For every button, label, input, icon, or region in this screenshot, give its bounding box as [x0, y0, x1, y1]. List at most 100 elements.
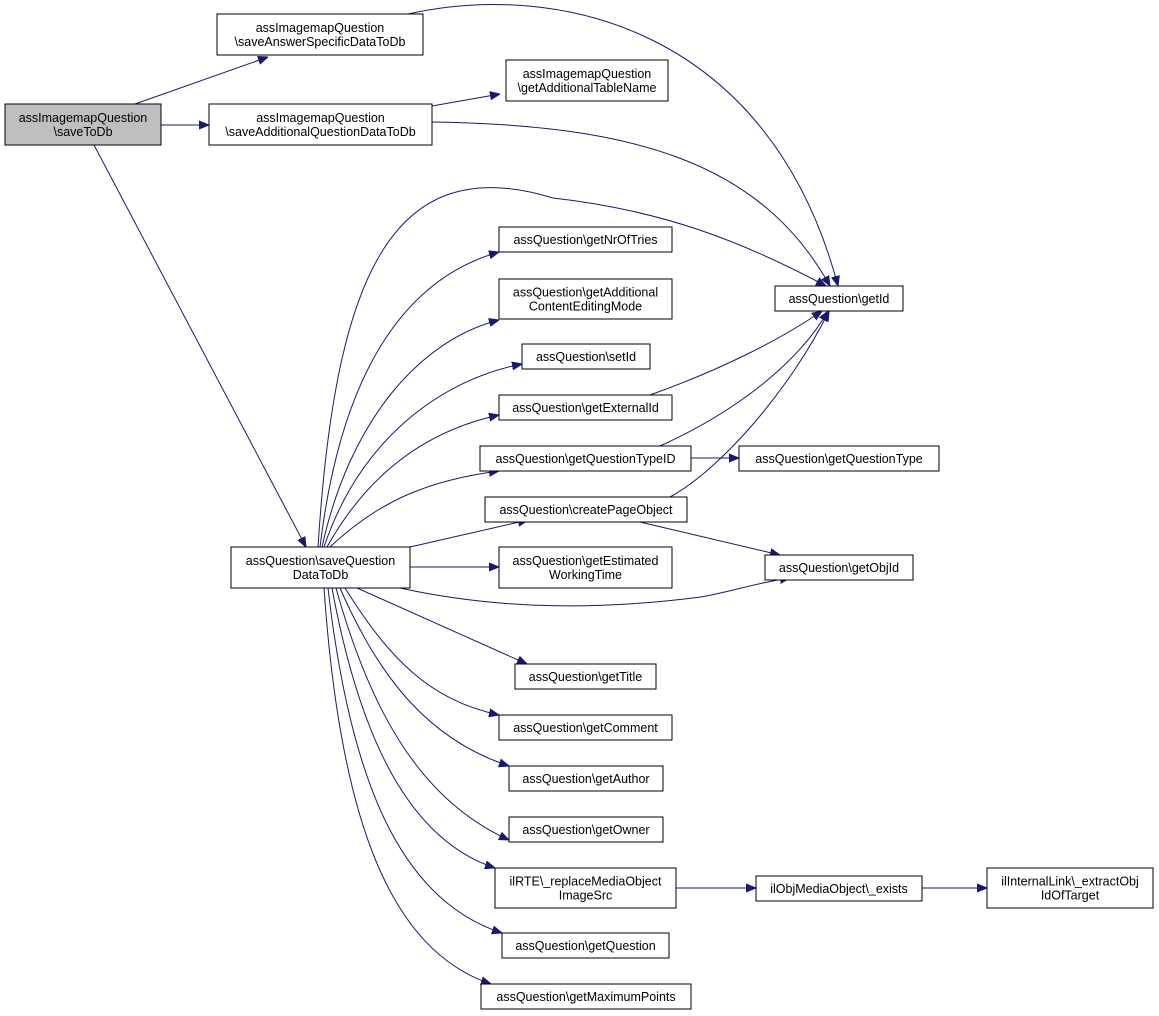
edge-save-question-data-to-get-additional-content-editing-mode — [321, 320, 499, 548]
node-box — [498, 714, 673, 741]
node-label: ContentEditingMode — [529, 300, 642, 314]
node-save-additional-question[interactable]: assImagemapQuestion\saveAdditionalQuesti… — [208, 103, 433, 146]
node-label: assQuestion\getQuestion — [515, 939, 655, 953]
node-box — [508, 816, 664, 843]
edge-save-additional-question-to-get-id — [431, 121, 830, 286]
node-get-obj-id[interactable]: assQuestion\getObjId — [764, 554, 914, 581]
node-box — [521, 343, 651, 370]
node-create-page-object[interactable]: assQuestion\createPageObject — [484, 496, 688, 523]
edge-save-question-data-to-get-author — [339, 587, 509, 766]
node-label: assQuestion\saveQuestion — [246, 554, 395, 568]
node-label: assQuestion\getTitle — [529, 670, 643, 684]
edge-save-question-data-to-get-comment — [344, 587, 499, 715]
node-box — [501, 932, 670, 959]
node-box — [479, 445, 692, 472]
edge-save-question-data-to-set-id — [323, 364, 522, 548]
node-box — [498, 394, 673, 421]
node-label: assQuestion\getExternalId — [512, 401, 659, 415]
node-box — [508, 765, 664, 792]
edge-save-to-db-to-save-answer-specific — [134, 57, 268, 105]
node-label: ImageSrc — [559, 889, 613, 903]
node-set-id[interactable]: assQuestion\setId — [521, 343, 651, 370]
node-label: assQuestion\getAuthor — [522, 772, 649, 786]
edge-save-answer-specific-to-get-id — [407, 4, 838, 286]
node-label: assQuestion\getOwner — [522, 823, 649, 837]
node-save-answer-specific[interactable]: assImagemapQuestion\saveAnswerSpecificDa… — [216, 13, 424, 56]
node-label: assQuestion\getId — [789, 292, 890, 306]
node-label: IdOfTarget — [1041, 889, 1100, 903]
edge-save-question-data-to-get-external-id — [326, 415, 499, 548]
node-box — [986, 867, 1154, 909]
node-get-additional-content-editing-mode[interactable]: assQuestion\getAdditionalContentEditingM… — [498, 278, 673, 320]
node-get-comment[interactable]: assQuestion\getComment — [498, 714, 673, 741]
node-label: ilInternalLink\_extractObj — [1001, 875, 1139, 889]
edge-get-question-type-id-to-get-id — [659, 311, 828, 447]
node-box — [755, 875, 923, 902]
node-save-to-db[interactable]: assImagemapQuestion\saveToDb — [4, 103, 162, 146]
node-box — [216, 13, 424, 56]
node-get-owner[interactable]: assQuestion\getOwner — [508, 816, 664, 843]
node-box — [505, 59, 669, 102]
node-get-question-type-id[interactable]: assQuestion\getQuestionTypeID — [479, 445, 692, 472]
node-label: assQuestion\getMaximumPoints — [496, 990, 675, 1004]
node-box — [484, 496, 688, 523]
node-label: assImagemapQuestion — [256, 21, 385, 35]
node-media-object-exists[interactable]: ilObjMediaObject\_exists — [755, 875, 923, 902]
node-box — [498, 278, 673, 320]
node-get-external-id[interactable]: assQuestion\getExternalId — [498, 394, 673, 421]
nodes-layer: assImagemapQuestion\saveToDbassImagemapQ… — [4, 13, 1154, 1010]
edge-save-to-db-to-save-question-data — [93, 144, 306, 547]
node-get-nr-of-tries[interactable]: assQuestion\getNrOfTries — [498, 226, 673, 253]
node-label: assImagemapQuestion — [19, 111, 148, 125]
node-box — [498, 546, 673, 589]
node-label: \saveToDb — [53, 125, 112, 139]
node-get-id[interactable]: assQuestion\getId — [774, 285, 904, 312]
node-box — [738, 445, 940, 472]
edge-save-question-data-to-replace-media-object — [331, 587, 495, 868]
node-get-author[interactable]: assQuestion\getAuthor — [508, 765, 664, 792]
node-label: assQuestion\getAdditional — [513, 286, 658, 300]
node-get-question[interactable]: assQuestion\getQuestion — [501, 932, 670, 959]
node-label: assQuestion\getObjId — [779, 561, 899, 575]
node-label: assImagemapQuestion — [523, 67, 652, 81]
node-label: DataToDb — [293, 568, 349, 582]
edge-get-external-id-to-get-id — [649, 311, 822, 396]
edges-layer — [93, 4, 987, 984]
node-box — [4, 103, 162, 146]
node-box — [774, 285, 904, 312]
node-box — [764, 554, 914, 581]
edge-create-page-object-to-get-id — [669, 311, 829, 498]
node-get-title[interactable]: assQuestion\getTitle — [514, 663, 657, 690]
node-box — [494, 867, 677, 909]
edge-save-question-data-to-get-question-type-id — [329, 471, 499, 548]
node-label: assQuestion\getNrOfTries — [513, 233, 657, 247]
node-label: assQuestion\getComment — [513, 721, 658, 735]
node-label: assQuestion\getQuestionTypeID — [496, 452, 676, 466]
node-box — [208, 103, 433, 146]
edge-save-question-data-to-get-obj-id — [399, 578, 790, 607]
edge-save-question-data-to-get-question — [327, 587, 502, 933]
node-get-additional-table-name[interactable]: assImagemapQuestion\getAdditionalTableNa… — [505, 59, 669, 102]
node-box — [480, 983, 692, 1010]
edge-save-question-data-to-get-nr-of-tries — [319, 252, 499, 548]
node-label: assQuestion\createPageObject — [499, 503, 673, 517]
edge-save-question-data-to-get-maximum-points — [323, 587, 491, 984]
node-label: ilObjMediaObject\_exists — [770, 882, 908, 896]
node-label: \getAdditionalTableName — [518, 81, 657, 95]
node-label: assQuestion\setId — [536, 350, 636, 364]
node-box — [514, 663, 657, 690]
node-box — [230, 546, 411, 589]
edge-create-page-object-to-get-obj-id — [639, 521, 780, 555]
edge-save-question-data-to-get-title — [356, 587, 527, 664]
edge-save-question-data-to-create-page-object — [409, 520, 528, 548]
node-get-maximum-points[interactable]: assQuestion\getMaximumPoints — [480, 983, 692, 1010]
node-label: assQuestion\getEstimated — [513, 554, 659, 568]
node-get-question-type[interactable]: assQuestion\getQuestionType — [738, 445, 940, 472]
edge-save-additional-question-to-get-additional-table-name — [431, 94, 500, 107]
node-label: assQuestion\getQuestionType — [755, 452, 923, 466]
